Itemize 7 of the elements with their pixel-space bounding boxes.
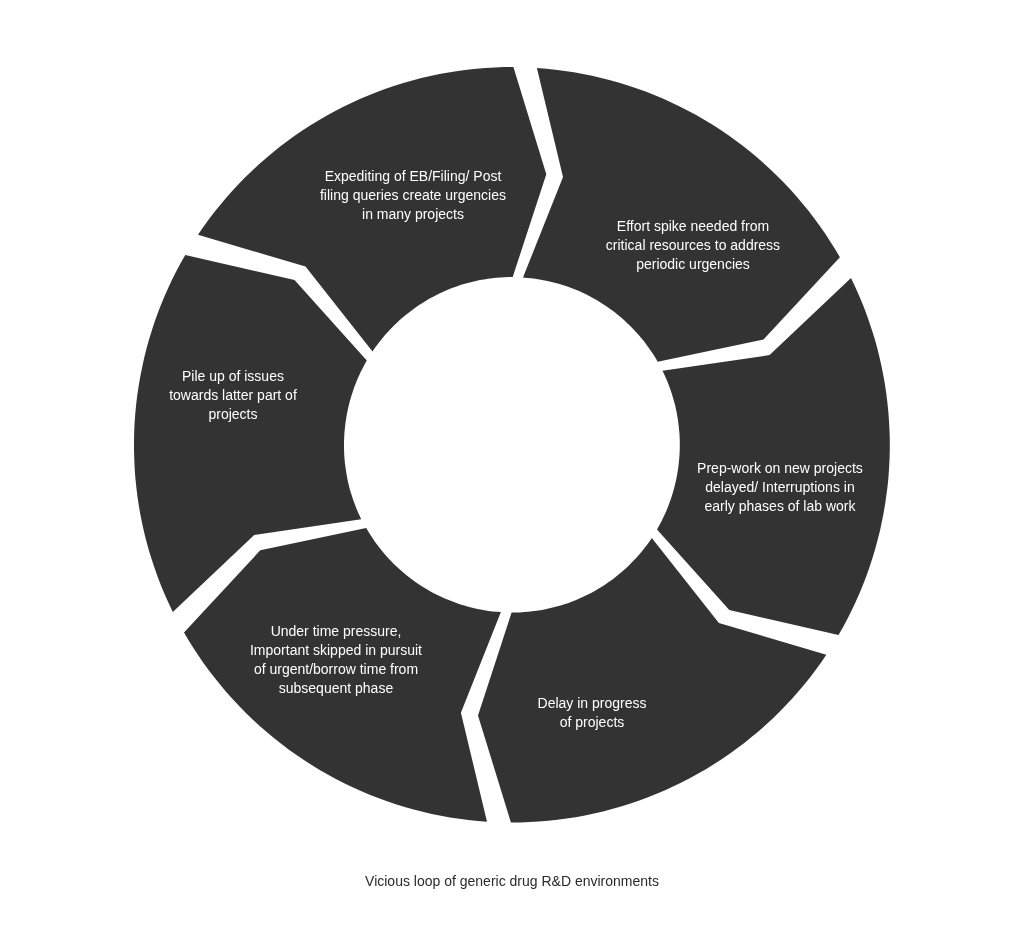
segment-text: Expediting of EB/Filing/ Post filing queries create urgencies in many projects [319,166,507,224]
segment-text: Pile up of issues towards latter part of projects [168,366,298,424]
segment-text: Prep-work on new projects delayed/ Interruptions in early phases of lab work [696,458,864,516]
caption: Vicious loop of generic drug R&D environments [364,873,660,889]
segment-text: Under time pressure, Important skipped in pursuit of urgent/borrow time from subsequent phase [249,622,423,698]
segment-text: Effort spike needed from critical resources to address periodic urgencies [605,216,781,274]
segment-text: Delay in progress of projects [537,694,647,732]
